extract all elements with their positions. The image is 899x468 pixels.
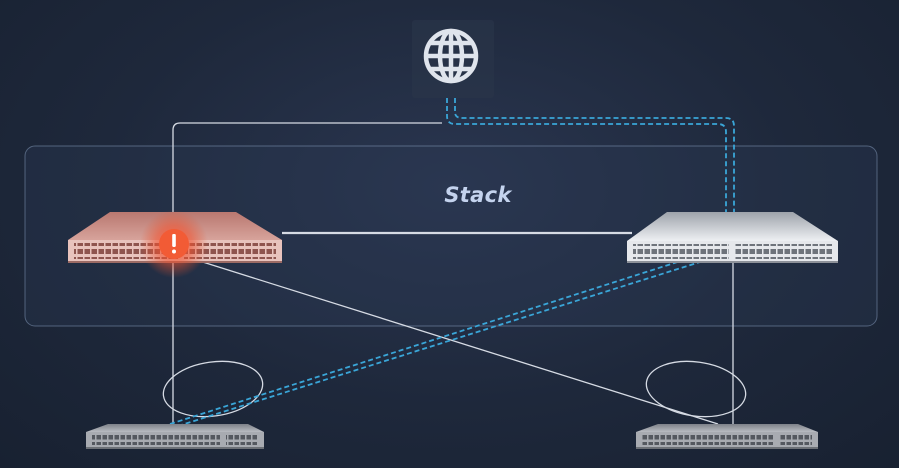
access-switch-right[interactable] (636, 424, 818, 449)
active-path-uplink-b (454, 98, 735, 213)
uplink-left-loop (172, 122, 442, 250)
access-switch-left[interactable] (86, 424, 264, 449)
active-path-uplink-a (446, 98, 727, 213)
active-path (169, 98, 735, 427)
exclamation-alert-icon (159, 229, 189, 259)
stack-switch-right[interactable] (627, 212, 838, 263)
stack-panel (24, 145, 878, 327)
active-path-cross-b (177, 261, 701, 427)
link-cross (189, 257, 719, 425)
globe-icon (423, 28, 479, 84)
lag-ellipse-left (162, 360, 264, 418)
lag-ellipse-right (645, 360, 747, 418)
links (162, 122, 747, 425)
stack-label: Stack (444, 183, 512, 207)
active-path-cross-a (169, 257, 691, 425)
